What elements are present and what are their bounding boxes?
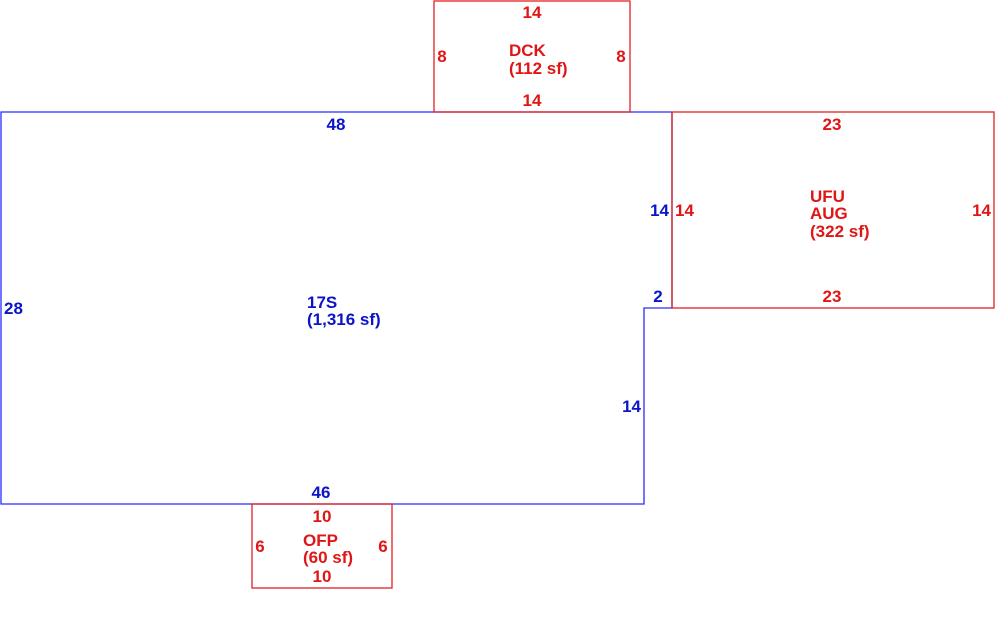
porch-dim-right: 6 [378,537,387,556]
main-dim-step: 2 [653,287,662,306]
main-dim-right-upper: 14 [650,201,669,220]
porch-dim-top: 10 [313,507,332,526]
garage-code-2: AUG [810,204,848,223]
main-area-size: (1,316 sf) [307,310,381,329]
main-dim-left: 28 [4,299,23,318]
garage-size: (322 sf) [810,222,870,241]
garage-code-1: UFU [810,187,845,206]
deck-dim-right: 8 [616,47,625,66]
porch-dim-left: 6 [255,537,264,556]
porch-dim-bottom: 10 [313,567,332,586]
main-dim-right-lower: 14 [622,397,641,416]
main-dim-bottom: 46 [312,483,331,502]
deck-dim-bottom: 14 [523,91,542,110]
garage-dim-left: 14 [675,201,694,220]
deck-dim-top: 14 [523,3,542,22]
deck-dim-left: 8 [437,47,446,66]
main-area-code: 17S [307,293,337,312]
main-dim-top: 48 [327,115,346,134]
porch-outline [251,503,393,589]
porch-code: OFP [303,531,338,550]
deck-outline [433,0,631,113]
deck-code: DCK [509,41,547,60]
garage-dim-right: 14 [972,201,991,220]
garage-outline [671,111,995,309]
deck-size: (112 sf) [509,59,568,78]
garage-dim-bottom: 23 [823,287,842,306]
porch-size: (60 sf) [303,548,353,567]
garage-dim-top: 23 [823,115,842,134]
